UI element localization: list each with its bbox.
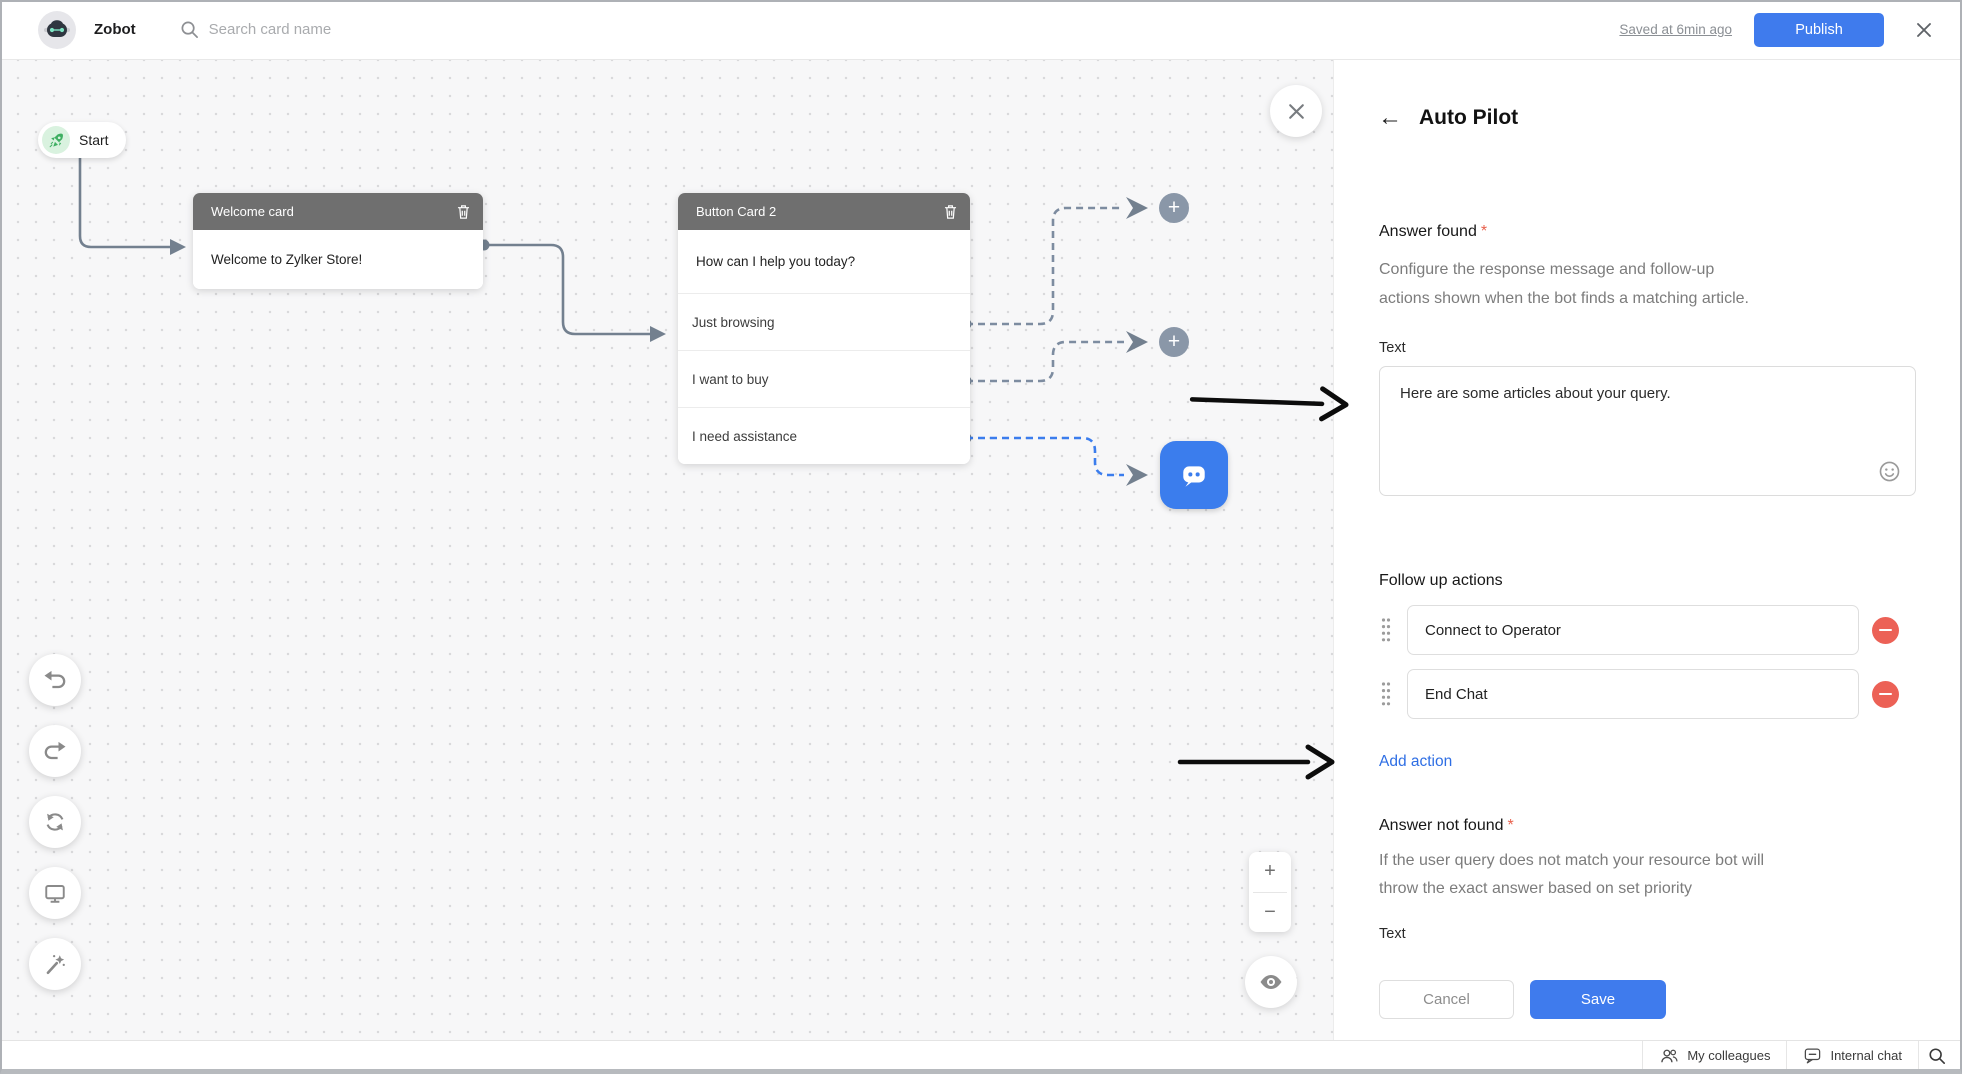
close-icon[interactable] [1914, 20, 1934, 40]
welcome-card[interactable]: Welcome card Welcome to Zylker Store! [193, 193, 483, 289]
people-icon [1661, 1049, 1678, 1062]
emoji-icon[interactable] [1878, 460, 1901, 483]
button-card-title: Button Card 2 [696, 204, 777, 219]
option-just-browsing[interactable]: Just browsing [678, 293, 970, 350]
top-bar: Zobot Saved at 6min ago Publish [0, 0, 1962, 60]
button-card-header: Button Card 2 [678, 193, 970, 230]
start-label: Start [79, 132, 109, 148]
eye-icon [1260, 975, 1282, 989]
welcome-card-body: Welcome to Zylker Store! [193, 230, 483, 289]
description-line: Configure the response message and follo… [1379, 261, 1715, 278]
chat-bubble-icon [1805, 1048, 1821, 1064]
follow-up-heading: Follow up actions [1379, 572, 1503, 589]
zoom-out-button[interactable]: − [1264, 900, 1276, 923]
answer-not-found-label: Answer not found [1379, 817, 1504, 834]
description-line: actions shown when the bot finds a match… [1379, 290, 1749, 307]
panel-title: Auto Pilot [1419, 106, 1519, 129]
publish-button[interactable]: Publish [1754, 12, 1884, 47]
zoom-in-button[interactable]: + [1264, 860, 1276, 883]
flow-canvas[interactable]: Start Welcome card Welcome to Zylker Sto… [0, 60, 1333, 1040]
status-search-button[interactable] [1918, 1041, 1962, 1070]
follow-up-action-row: Connect to Operator [1379, 605, 1916, 655]
minus-icon [1879, 692, 1892, 696]
answer-found-heading: Answer found* [1379, 223, 1487, 241]
magic-wand-button[interactable] [29, 938, 81, 990]
my-colleagues-label: My colleagues [1687, 1048, 1771, 1063]
answer-found-label: Answer found [1379, 223, 1477, 240]
search-input[interactable] [208, 21, 469, 38]
plus-icon: + [1167, 329, 1181, 353]
action-end-chat[interactable]: End Chat [1407, 669, 1859, 719]
bot-avatar [38, 10, 76, 49]
start-node[interactable]: Start [38, 122, 126, 158]
app-title: Zobot [94, 21, 136, 38]
monitor-icon [45, 885, 65, 903]
redo-button[interactable] [29, 725, 81, 777]
text-field-label: Text [1379, 340, 1406, 356]
plus-icon: + [1167, 195, 1181, 219]
magic-wand-icon [46, 954, 65, 975]
close-flow-button[interactable] [1270, 85, 1322, 137]
auto-pilot-panel: ← Auto Pilot Answer found* Configure the… [1333, 60, 1962, 1040]
robot-face-icon [44, 19, 70, 37]
card-search [180, 20, 469, 39]
preview-button[interactable] [1245, 956, 1297, 1008]
search-icon [181, 21, 198, 38]
welcome-card-title: Welcome card [211, 204, 294, 219]
minus-icon [1879, 628, 1892, 632]
close-icon [1288, 103, 1304, 119]
auto-pilot-node[interactable] [1160, 441, 1228, 509]
drag-handle-icon[interactable] [1379, 681, 1393, 707]
add-action-link[interactable]: Add action [1379, 753, 1453, 770]
zoom-controls: + − [1249, 852, 1291, 932]
status-bar: My colleagues Internal chat [0, 1040, 1962, 1070]
welcome-card-header: Welcome card [193, 193, 483, 230]
rocket-icon [42, 126, 70, 154]
divider [1253, 891, 1287, 893]
option-i-need-assistance[interactable]: I need assistance [678, 407, 970, 464]
button-card-question: How can I help you today? [696, 254, 856, 269]
internal-chat-label: Internal chat [1830, 1048, 1902, 1063]
panel-header: ← Auto Pilot [1378, 106, 1518, 130]
add-card-button[interactable]: + [1159, 327, 1189, 357]
button-card-body: How can I help you today? Just browsing … [678, 230, 970, 464]
internal-chat-button[interactable]: Internal chat [1786, 1041, 1918, 1070]
search-icon [1928, 1047, 1945, 1064]
sync-button[interactable] [29, 796, 81, 848]
answer-found-description: Configure the response message and follo… [1379, 255, 1749, 313]
panel-footer: Cancel Save [1379, 980, 1666, 1019]
text-field-label: Text [1379, 926, 1406, 942]
redo-icon [44, 741, 66, 760]
answer-found-textarea[interactable] [1380, 367, 1915, 495]
cancel-button[interactable]: Cancel [1379, 980, 1514, 1019]
required-mark: * [1480, 223, 1488, 240]
option-i-want-to-buy[interactable]: I want to buy [678, 350, 970, 407]
save-button[interactable]: Save [1530, 980, 1666, 1019]
trash-icon[interactable] [943, 204, 958, 220]
add-card-button[interactable]: + [1159, 193, 1189, 223]
answer-not-found-heading: Answer not found* [1379, 817, 1514, 835]
saved-status[interactable]: Saved at 6min ago [1619, 22, 1732, 37]
trash-icon[interactable] [456, 204, 471, 220]
bot-chat-icon [1183, 466, 1205, 487]
description-line: If the user query does not match your re… [1379, 852, 1765, 869]
answer-not-found-description: If the user query does not match your re… [1379, 847, 1764, 903]
button-card[interactable]: Button Card 2 How can I help you today? … [678, 193, 970, 464]
remove-action-button[interactable] [1872, 680, 1899, 708]
back-arrow-icon[interactable]: ← [1378, 104, 1402, 131]
required-mark: * [1507, 817, 1514, 834]
sync-icon [46, 813, 64, 831]
my-colleagues-button[interactable]: My colleagues [1642, 1041, 1786, 1070]
header-actions: Saved at 6min ago Publish [1619, 12, 1934, 47]
drag-handle-icon[interactable] [1379, 617, 1393, 643]
action-connect-to-operator[interactable]: Connect to Operator [1407, 605, 1859, 655]
description-line: throw the exact answer based on set prio… [1379, 880, 1693, 897]
follow-up-action-row: End Chat [1379, 669, 1916, 719]
undo-button[interactable] [29, 654, 81, 706]
preview-device-button[interactable] [29, 867, 81, 919]
welcome-message: Welcome to Zylker Store! [211, 252, 363, 267]
remove-action-button[interactable] [1872, 616, 1899, 644]
undo-icon [44, 670, 66, 689]
answer-found-text-box [1379, 366, 1916, 496]
